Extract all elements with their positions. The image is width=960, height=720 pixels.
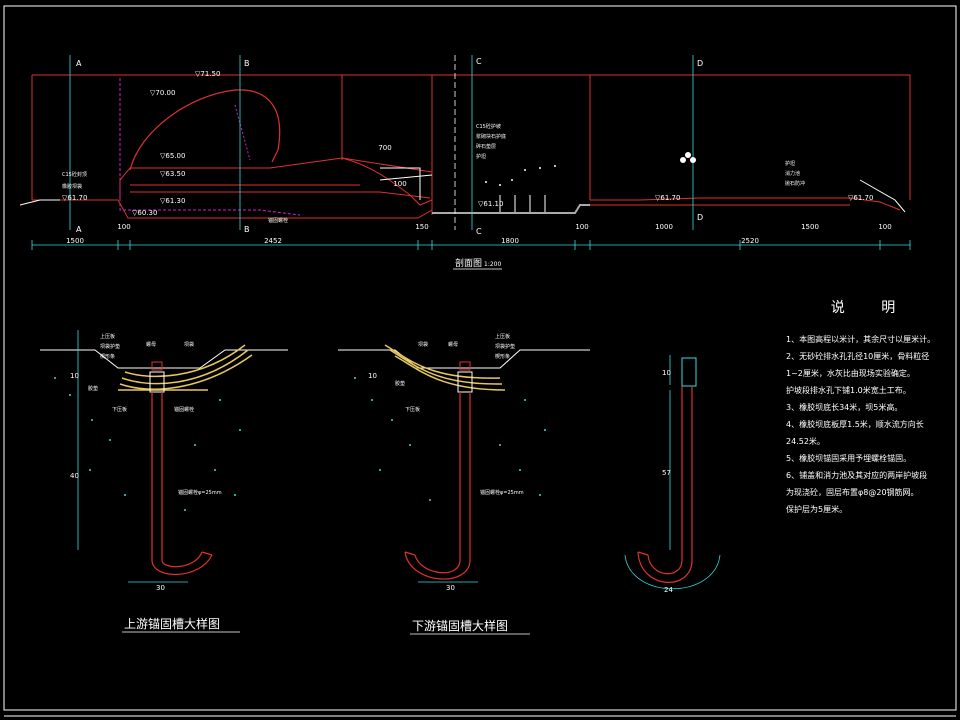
elev-label: ▽63.50	[160, 170, 185, 178]
detail2-label: 上压板	[495, 333, 510, 340]
notes-panel: 说 明 1、本图高程以米计，其余尺寸以厘米计。 2、无砂砼排水孔孔径10厘米，骨…	[786, 300, 956, 518]
dim-label: 700	[378, 144, 391, 152]
note-label: 护坦	[785, 160, 795, 167]
section-title: 剖面图	[455, 257, 482, 269]
note-item: 24.52米。	[786, 437, 825, 446]
marker-c-bottom: C	[476, 227, 482, 236]
dim-label: 2452	[264, 237, 282, 245]
dim-label: 100	[878, 223, 891, 231]
marker-a-top: A	[76, 59, 82, 68]
detail1-label: 锚固螺栓	[174, 406, 194, 413]
section-view	[19, 55, 911, 250]
note-item: 2、无砂砼排水孔孔径10厘米，骨料粒径	[786, 352, 930, 361]
detail1-dim: 10	[70, 372, 79, 380]
note-label: 护坦	[476, 153, 486, 160]
detail2-dim: 10	[368, 372, 377, 380]
note-label: 橡胶坝袋	[62, 183, 82, 190]
elev-label: ▽61.30	[160, 197, 185, 205]
dim-label: 1500	[66, 237, 84, 245]
bolt-detail	[624, 355, 721, 590]
marker-a-bottom: A	[76, 225, 82, 234]
detail1-label: 坝袋	[184, 341, 194, 348]
detail2-label: 坝袋	[418, 341, 428, 348]
marker-b-bottom: B	[244, 225, 250, 234]
detail2-label: 下压板	[405, 406, 420, 413]
detail1-label: 楔形条	[100, 353, 115, 360]
detail-downstream	[338, 344, 590, 583]
dim-label: 100	[575, 223, 588, 231]
elev-label: ▽60.30	[132, 209, 157, 217]
note-item: 护坡段排水孔下铺1.0米宽土工布。	[786, 386, 911, 395]
bolt-dim: 57	[662, 469, 671, 477]
detail1-title: 上游锚固槽大样图	[124, 616, 220, 631]
detail2-label: 坝袋护垫	[495, 343, 515, 350]
dim-label: 100	[393, 180, 406, 188]
detail2-label: 锚固螺栓φ=25mm	[480, 489, 524, 496]
dim-label: 100	[117, 223, 130, 231]
detail1-label: 螺母	[146, 341, 156, 348]
detail2-label: 楔形条	[495, 353, 510, 360]
note-item: 6、铺盖和消力池及其对应的两岸护坡段	[786, 471, 928, 480]
section-scale: 1:200	[484, 261, 501, 268]
dim-label: 1000	[655, 223, 673, 231]
dim-label: 150	[415, 223, 428, 231]
dim-label: 2520	[741, 237, 759, 245]
detail1-label: 胶垫	[88, 385, 98, 392]
marker-d-top: D	[697, 59, 703, 68]
detail1-label: 坝袋护垫	[100, 343, 120, 350]
detail1-label: 上压板	[100, 333, 115, 340]
dim-label: 1500	[801, 223, 819, 231]
note-item: 5、橡胶坝锚固采用予埋螺栓锚固。	[786, 454, 912, 463]
elev-label: ▽61.70	[62, 194, 87, 202]
detail2-title: 下游锚固槽大样图	[412, 618, 508, 633]
elev-label: ▽70.00	[150, 89, 175, 97]
detail1-dim: 30	[156, 584, 165, 592]
note-label: 浆砌块石护底	[476, 133, 506, 140]
dim-label: 1800	[501, 237, 519, 245]
notes-title: 说 明	[830, 300, 912, 316]
marker-d-bottom: D	[697, 213, 703, 222]
detail1-label: 锚固螺栓φ=25mm	[178, 489, 222, 496]
detail-upstream	[40, 330, 288, 583]
note-label: 碎石垫层	[476, 143, 496, 150]
detail2-label: 胶垫	[395, 380, 405, 387]
elev-label: ▽61.10	[478, 200, 503, 208]
note-label: C15砼封顶	[62, 171, 87, 178]
note-item: 保护层为5厘米。	[786, 505, 848, 514]
elev-label: ▽61.70	[655, 194, 680, 202]
marker-c-top: C	[476, 57, 482, 66]
marker-b-top: B	[244, 59, 250, 68]
detail2-dim: 30	[446, 584, 455, 592]
note-label: 抛石防冲	[785, 180, 805, 187]
elev-label: ▽65.00	[160, 152, 185, 160]
elev-label: ▽61.70	[848, 194, 873, 202]
bolt-dim: 24	[664, 586, 673, 594]
note-label: C15砼护坡	[476, 123, 501, 130]
note-item: 4、橡胶坝底板厚1.5米，顺水流方向长	[786, 420, 924, 429]
note-label: 消力池	[785, 170, 800, 177]
detail1-dim: 40	[70, 472, 79, 480]
note-item: 1、本图高程以米计，其余尺寸以厘米计。	[786, 335, 936, 344]
detail2-label: 螺母	[448, 341, 458, 348]
detail1-label: 下压板	[112, 406, 127, 413]
bolt-dim: 10	[662, 369, 671, 377]
note-label: 锚固螺栓	[268, 217, 288, 224]
note-item: 为现浇砼，固层布置φ8@20钢筋网。	[786, 488, 919, 497]
drawing-frame	[3, 5, 957, 711]
elev-label: ▽71.50	[195, 70, 220, 78]
note-item: 1~2厘米，水灰比由现场实验确定。	[786, 369, 915, 378]
note-item: 3、橡胶坝底长34米，坝5米高。	[786, 403, 903, 412]
